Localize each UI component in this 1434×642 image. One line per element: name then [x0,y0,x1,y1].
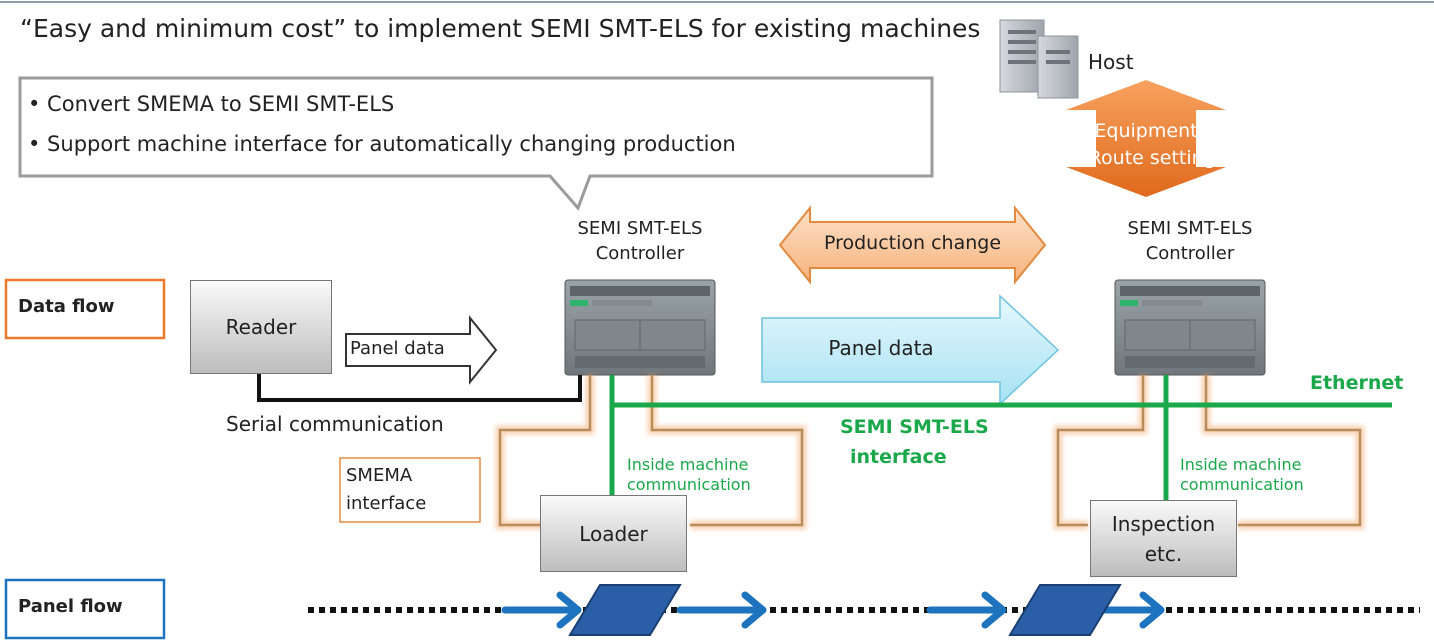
panel-right [1008,584,1122,636]
panel-flow-arrows [501,591,1165,629]
inside-left-line2: communication [627,475,751,494]
panel-data-big-label: Panel data [828,336,934,360]
inside-right-line2: communication [1180,475,1304,494]
inside-right-line1: Inside machine [1180,455,1302,474]
smema-label: SMEMA interface [346,462,426,518]
panel-data-arrow [761,294,1060,406]
inside-left-label: Inside machine communication [627,455,751,495]
server-icon [999,19,1079,99]
inside-right-label: Inside machine communication [1180,455,1304,495]
smema-line1: SMEMA [346,465,413,486]
inspection-line2: etc. [1144,541,1183,566]
setting-label-line2: / Route setting [1076,147,1216,169]
loader-box: Loader [540,495,687,572]
setting-label-line1: Equipment [1094,120,1198,142]
controller-left-label: SEMI SMT-ELS Controller [540,216,740,266]
controller-left-line2: Controller [595,243,685,264]
smema-box [339,457,481,523]
inspection-line1: Inspection [1111,511,1216,536]
smema-line2: interface [346,493,427,514]
production-change-arrow [778,205,1047,285]
panel-data-small-label: Panel data [350,338,445,359]
serial-line [257,372,582,402]
controller-left-line1: SEMI SMT-ELS [577,218,703,239]
semi-interface-line2: interface [850,446,947,468]
data-flow-label: Data flow [18,296,115,317]
page-title: “Easy and minimum cost” to implement SEM… [20,14,981,43]
smema-wire-left [495,375,807,530]
panel-data-small-arrow [345,315,498,385]
inspection-box: Inspection etc. [1090,500,1237,577]
controller-right-label: SEMI SMT-ELS Controller [1090,216,1290,266]
ethernet-label: Ethernet [1310,372,1404,394]
serial-label: Serial communication [226,412,444,436]
controller-right-device [1114,279,1266,376]
production-change-label: Production change [823,232,1002,254]
panel-flow-box [4,578,166,640]
panel-flow-label: Panel flow [18,596,123,617]
controller-right-line2: Controller [1145,243,1235,264]
smema-wire-right [1053,375,1365,530]
controller-left-device [564,279,716,376]
controller-right-line1: SEMI SMT-ELS [1127,218,1253,239]
data-flow-box [4,278,166,340]
callout-item-1: • Convert SMEMA to SEMI SMT-ELS [28,92,395,116]
callout-box [18,76,934,211]
loader-label: Loader [579,521,648,546]
reader-box: Reader [190,280,332,374]
setting-arrow [1066,80,1226,197]
inside-left-line1: Inside machine [627,455,749,474]
panel-left [568,584,682,636]
callout-item-2: • Support machine interface for automati… [28,132,736,156]
semi-interface-line1: SEMI SMT-ELS [840,416,989,438]
host-label: Host [1088,50,1134,74]
reader-label: Reader [225,315,297,339]
